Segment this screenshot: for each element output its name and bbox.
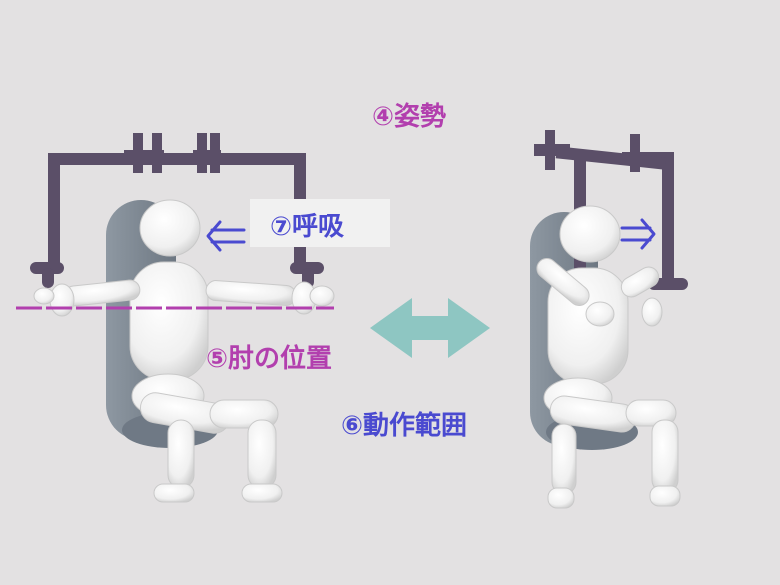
left-figure: [33, 199, 335, 503]
left-machine: [30, 133, 324, 448]
outward-arrow-icon: [620, 218, 656, 250]
range-of-motion-label: ⑥動作範囲: [341, 411, 468, 441]
inward-arrow-icon: [206, 220, 246, 252]
breathing-label: ⑦呼吸: [270, 212, 345, 242]
double-arrow-icon: [370, 298, 490, 358]
right-figure: [536, 205, 681, 509]
elbow-position-label: ⑤肘の位置: [206, 344, 333, 374]
posture-label: ④姿勢: [372, 102, 447, 132]
breathing-label-box: [250, 199, 390, 247]
